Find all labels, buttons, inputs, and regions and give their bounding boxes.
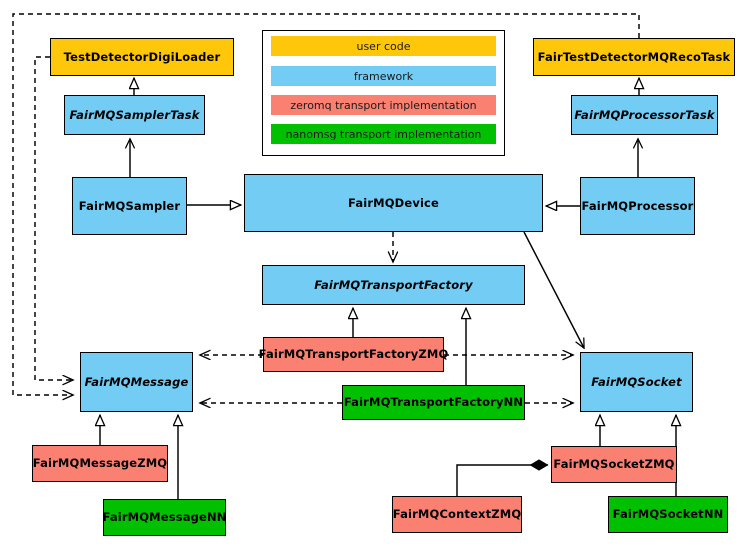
class-label: TestDetectorDigiLoader: [63, 49, 221, 64]
class-label: FairMQProcessor: [581, 198, 694, 213]
class-label: FairMQMessageNN: [102, 510, 227, 525]
legend-label-zeromq: zeromq transport implementation: [290, 98, 477, 112]
legend-label-nanomsg: nanomsg transport implementation: [285, 127, 482, 141]
class-label: FairTestDetectorMQRecoTask: [537, 49, 731, 64]
class-node-fairmqmessagenn[interactable]: FairMQMessageNN: [103, 499, 226, 536]
class-node-fairmqsampler[interactable]: FairMQSampler: [72, 177, 187, 235]
class-node-fairmqmessage[interactable]: FairMQMessage: [80, 352, 193, 412]
class-node-fairtestdetectormqrecotask[interactable]: FairTestDetectorMQRecoTask: [533, 38, 735, 76]
class-node-fairmqsocket[interactable]: FairMQSocket: [580, 352, 693, 412]
class-label: FairMQSamplerTask: [69, 107, 200, 122]
class-label: FairMQProcessorTask: [574, 107, 715, 122]
class-label: FairMQMessage: [84, 374, 189, 389]
class-node-fairmqprocessor[interactable]: FairMQProcessor: [580, 177, 695, 235]
class-node-testdetectordigiloader[interactable]: TestDetectorDigiLoader: [50, 38, 234, 76]
class-node-fairmqcontextzmq[interactable]: FairMQContextZMQ: [392, 496, 522, 533]
class-label: FairMQSocketZMQ: [553, 457, 675, 472]
class-label: FairMQTransportFactory: [314, 277, 473, 292]
class-label: FairMQTransportFactoryZMQ: [258, 347, 449, 362]
legend-label-user-code: user code: [356, 39, 411, 53]
legend-label-framework: framework: [353, 69, 414, 83]
class-label: FairMQSocket: [591, 374, 682, 389]
class-node-fairmqdevice[interactable]: FairMQDevice: [244, 174, 543, 232]
class-label: FairMQMessageZMQ: [32, 456, 168, 471]
legend-item-zeromq: zeromq transport implementation: [271, 95, 496, 115]
legend-item-user-code: user code: [271, 36, 496, 56]
class-node-fairmqsamplertask[interactable]: FairMQSamplerTask: [64, 95, 205, 135]
class-node-fairmqtransportfactorynn[interactable]: FairMQTransportFactoryNN: [342, 385, 525, 420]
class-node-fairmqtransportfactory[interactable]: FairMQTransportFactory: [262, 265, 525, 305]
class-label: FairMQDevice: [348, 195, 439, 210]
class-node-fairmqprocessortask[interactable]: FairMQProcessorTask: [571, 95, 718, 135]
edge-device-to-socket: [523, 231, 584, 348]
edge-contextzmq-to-socketzmq: [456, 459, 549, 496]
class-node-fairmqsocketnn[interactable]: FairMQSocketNN: [608, 496, 728, 533]
class-node-fairmqtransportfactoryzmq[interactable]: FairMQTransportFactoryZMQ: [259, 337, 448, 372]
class-label: FairMQTransportFactoryNN: [343, 395, 524, 410]
legend-item-framework: framework: [271, 66, 496, 86]
class-label: FairMQSocketNN: [612, 507, 724, 522]
class-node-fairmqsocketzmq[interactable]: FairMQSocketZMQ: [551, 446, 677, 483]
class-node-fairmqmessagezmq[interactable]: FairMQMessageZMQ: [32, 445, 168, 482]
class-label: FairMQContextZMQ: [392, 507, 522, 522]
legend-item-nanomsg: nanomsg transport implementation: [271, 124, 496, 144]
class-label: FairMQSampler: [78, 198, 181, 213]
